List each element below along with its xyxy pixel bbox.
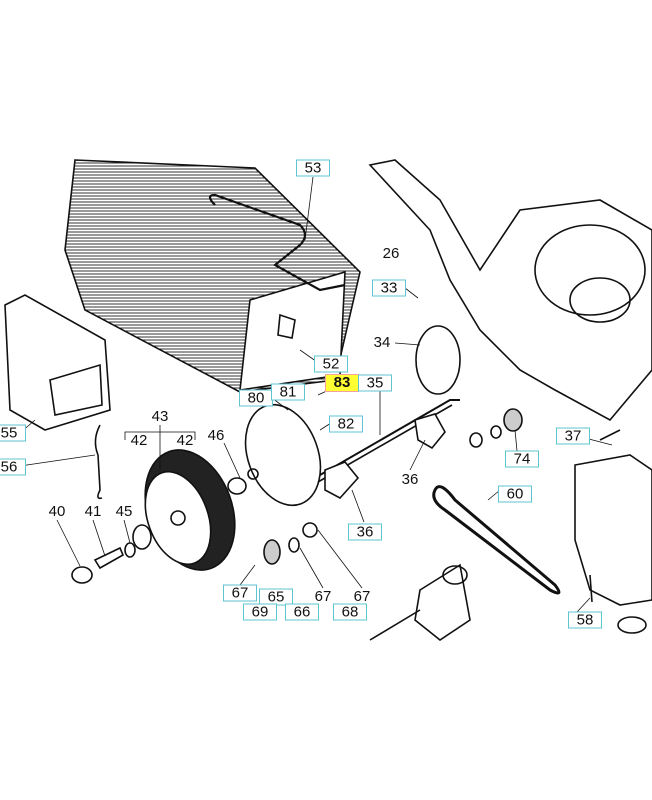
part-label-26: 26 [382, 245, 400, 262]
part-label-46: 46 [207, 427, 225, 444]
part-label-35[interactable]: 35 [358, 374, 392, 392]
side-flap [4, 294, 111, 431]
part-label-55[interactable]: 55 [0, 424, 26, 442]
part-label-53[interactable]: 53 [296, 159, 330, 177]
part-label-80[interactable]: 80 [239, 389, 273, 407]
part-label-67-boxed[interactable]: 67 [223, 584, 257, 602]
part-label-69[interactable]: 69 [243, 603, 277, 621]
part-label-58[interactable]: 58 [568, 611, 602, 629]
part-label-36-boxed[interactable]: 36 [348, 523, 382, 541]
part-label-66[interactable]: 66 [285, 603, 319, 621]
part-label-68[interactable]: 68 [333, 603, 367, 621]
part-label-42: 42 [176, 432, 194, 449]
part-label-56[interactable]: 56 [0, 458, 26, 476]
part-label-42: 42 [130, 432, 148, 449]
part-label-43: 43 [151, 408, 169, 425]
part-label-34: 34 [373, 334, 391, 351]
wheel-cover-disc [244, 403, 322, 507]
part-label-41: 41 [84, 503, 102, 520]
mower-deck [368, 159, 652, 422]
part-label-67: 67 [353, 588, 371, 605]
part-label-82[interactable]: 82 [329, 415, 363, 433]
part-label-74[interactable]: 74 [505, 450, 539, 468]
part-label-60[interactable]: 60 [498, 485, 532, 503]
part-label-83-highlighted[interactable]: 83 [325, 374, 359, 392]
part-label-33[interactable]: 33 [372, 279, 406, 297]
part-label-37[interactable]: 37 [556, 427, 590, 445]
rear-guard [574, 454, 652, 606]
part-label-52[interactable]: 52 [314, 355, 348, 373]
part-label-36: 36 [401, 471, 419, 488]
part-label-40: 40 [48, 503, 66, 520]
part-label-81[interactable]: 81 [271, 383, 305, 401]
part-label-45: 45 [115, 503, 133, 520]
drive-belt [432, 485, 561, 595]
part-label-67: 67 [314, 588, 332, 605]
part-label-65[interactable]: 65 [259, 588, 293, 606]
